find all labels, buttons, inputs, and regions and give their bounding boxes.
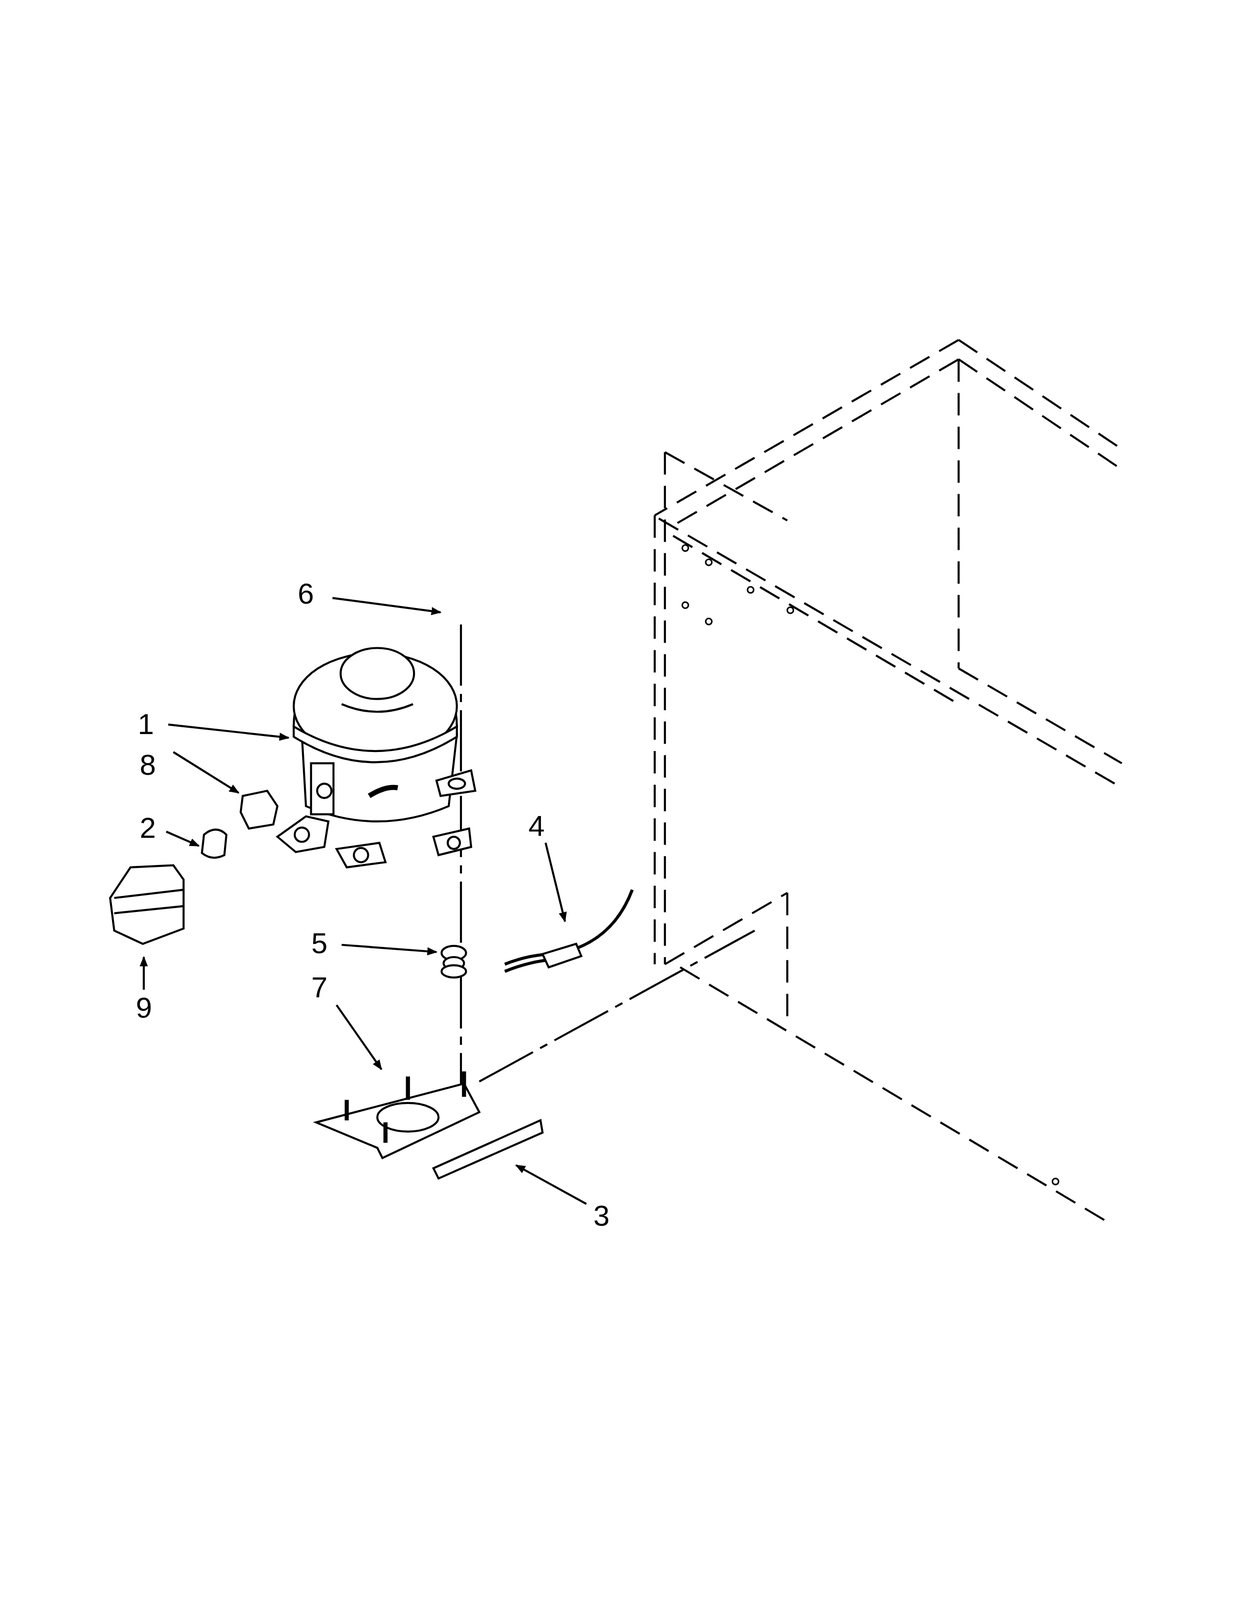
leader-lines	[143, 597, 587, 1204]
callout-number: 5	[311, 928, 328, 958]
callout-number: 4	[528, 811, 545, 841]
callout-number: 8	[139, 750, 156, 780]
compressor	[277, 648, 476, 868]
callout-number: 3	[593, 1201, 610, 1231]
callout-number: 1	[137, 709, 154, 739]
callout-number: 2	[139, 813, 156, 843]
callout-number: 6	[297, 579, 314, 609]
callout-number: 9	[135, 993, 152, 1023]
parts	[110, 790, 633, 1179]
callout-number: 7	[311, 972, 328, 1002]
cabinet-outline	[460, 339, 1122, 1224]
